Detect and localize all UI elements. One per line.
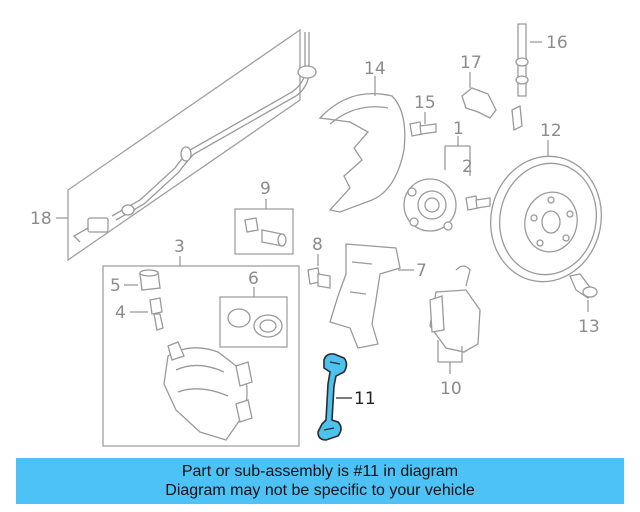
part-14-splash-shield xyxy=(318,76,406,213)
callout-17: 17 xyxy=(460,53,482,73)
info-banner: Part or sub-assembly is #11 in diagram D… xyxy=(16,458,624,504)
part-17-bracket xyxy=(461,72,523,132)
callout-2: 2 xyxy=(462,157,473,177)
part-7-caliper-carrier xyxy=(329,243,414,349)
part-11-spring-clip xyxy=(317,353,352,441)
part-13-screw xyxy=(569,273,598,312)
callout-16: 16 xyxy=(546,33,568,53)
part-3-caliper-box xyxy=(102,256,300,447)
callout-5: 5 xyxy=(110,276,121,296)
panel-18 xyxy=(56,28,317,262)
callout-14: 14 xyxy=(364,59,386,79)
part-1-hub xyxy=(403,136,471,232)
callout-9: 9 xyxy=(260,179,271,199)
part-8-bolt xyxy=(307,254,331,289)
callout-13: 13 xyxy=(578,317,600,337)
callout-7: 7 xyxy=(416,261,427,281)
part-16-sensor xyxy=(515,23,542,97)
part-9-guide-pin-kit xyxy=(234,199,294,255)
callout-12: 12 xyxy=(540,121,562,141)
callout-3: 3 xyxy=(174,237,185,257)
callout-6: 6 xyxy=(248,269,259,289)
callout-1: 1 xyxy=(453,119,464,139)
part-12-brake-disc xyxy=(489,140,603,283)
banner-line-2: Diagram may not be specific to your vehi… xyxy=(165,482,475,499)
part-10-brake-pads xyxy=(429,265,481,374)
callout-8: 8 xyxy=(312,235,323,255)
callout-15: 15 xyxy=(414,93,436,113)
banner-line-1: Part or sub-assembly is #11 in diagram xyxy=(181,463,459,480)
part-15-bolt xyxy=(409,112,437,137)
callout-4: 4 xyxy=(115,303,126,323)
callout-18: 18 xyxy=(30,209,52,229)
part-2-bolt xyxy=(465,195,491,211)
callout-11: 11 xyxy=(354,389,376,409)
callout-10: 10 xyxy=(440,379,462,399)
